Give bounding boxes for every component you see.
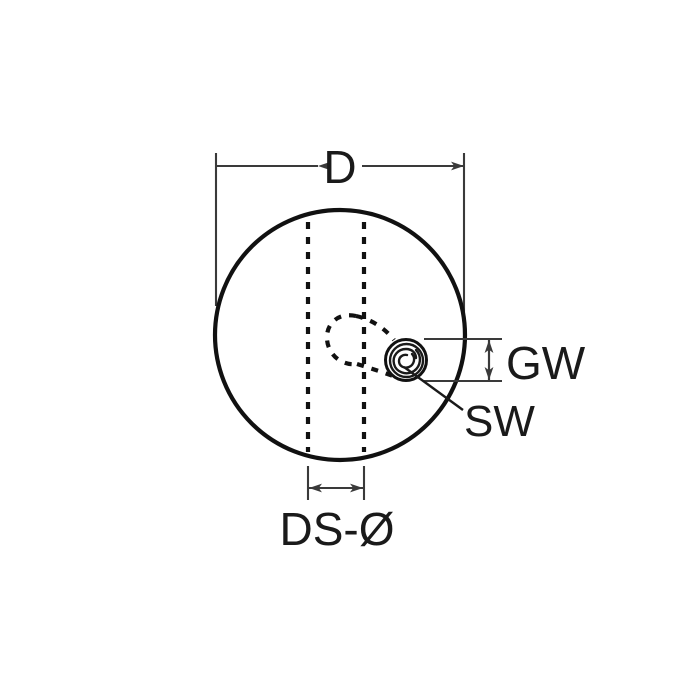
thread-size-label: SW <box>464 397 535 446</box>
thread-size-leader-line <box>403 366 464 411</box>
cavity-hidden-tangent-upper <box>355 313 396 342</box>
side-eye-coil-group <box>384 338 428 382</box>
eye-outer-ring-icon <box>384 338 428 382</box>
eye-inner-coil-icon <box>392 347 422 375</box>
dimension-group-eye-width: GW <box>424 337 586 389</box>
diameter-label: D <box>323 141 356 193</box>
dimension-group-drill-hole-diameter: DS-Ø <box>280 466 395 555</box>
dimension-group-diameter: D <box>214 141 466 337</box>
drill-hole-diameter-label: DS-Ø <box>280 503 395 555</box>
dimension-group-thread-size: SW <box>403 366 535 446</box>
ball-outline-circle <box>212 207 468 463</box>
cavity-hidden-arc <box>324 313 358 367</box>
eye-core-coil-icon <box>397 352 416 369</box>
hidden-inner-cavity <box>324 313 396 378</box>
hidden-drill-hole-lines <box>305 222 367 452</box>
eye-middle-ring-icon <box>388 342 425 379</box>
eye-width-label: GW <box>506 337 586 389</box>
